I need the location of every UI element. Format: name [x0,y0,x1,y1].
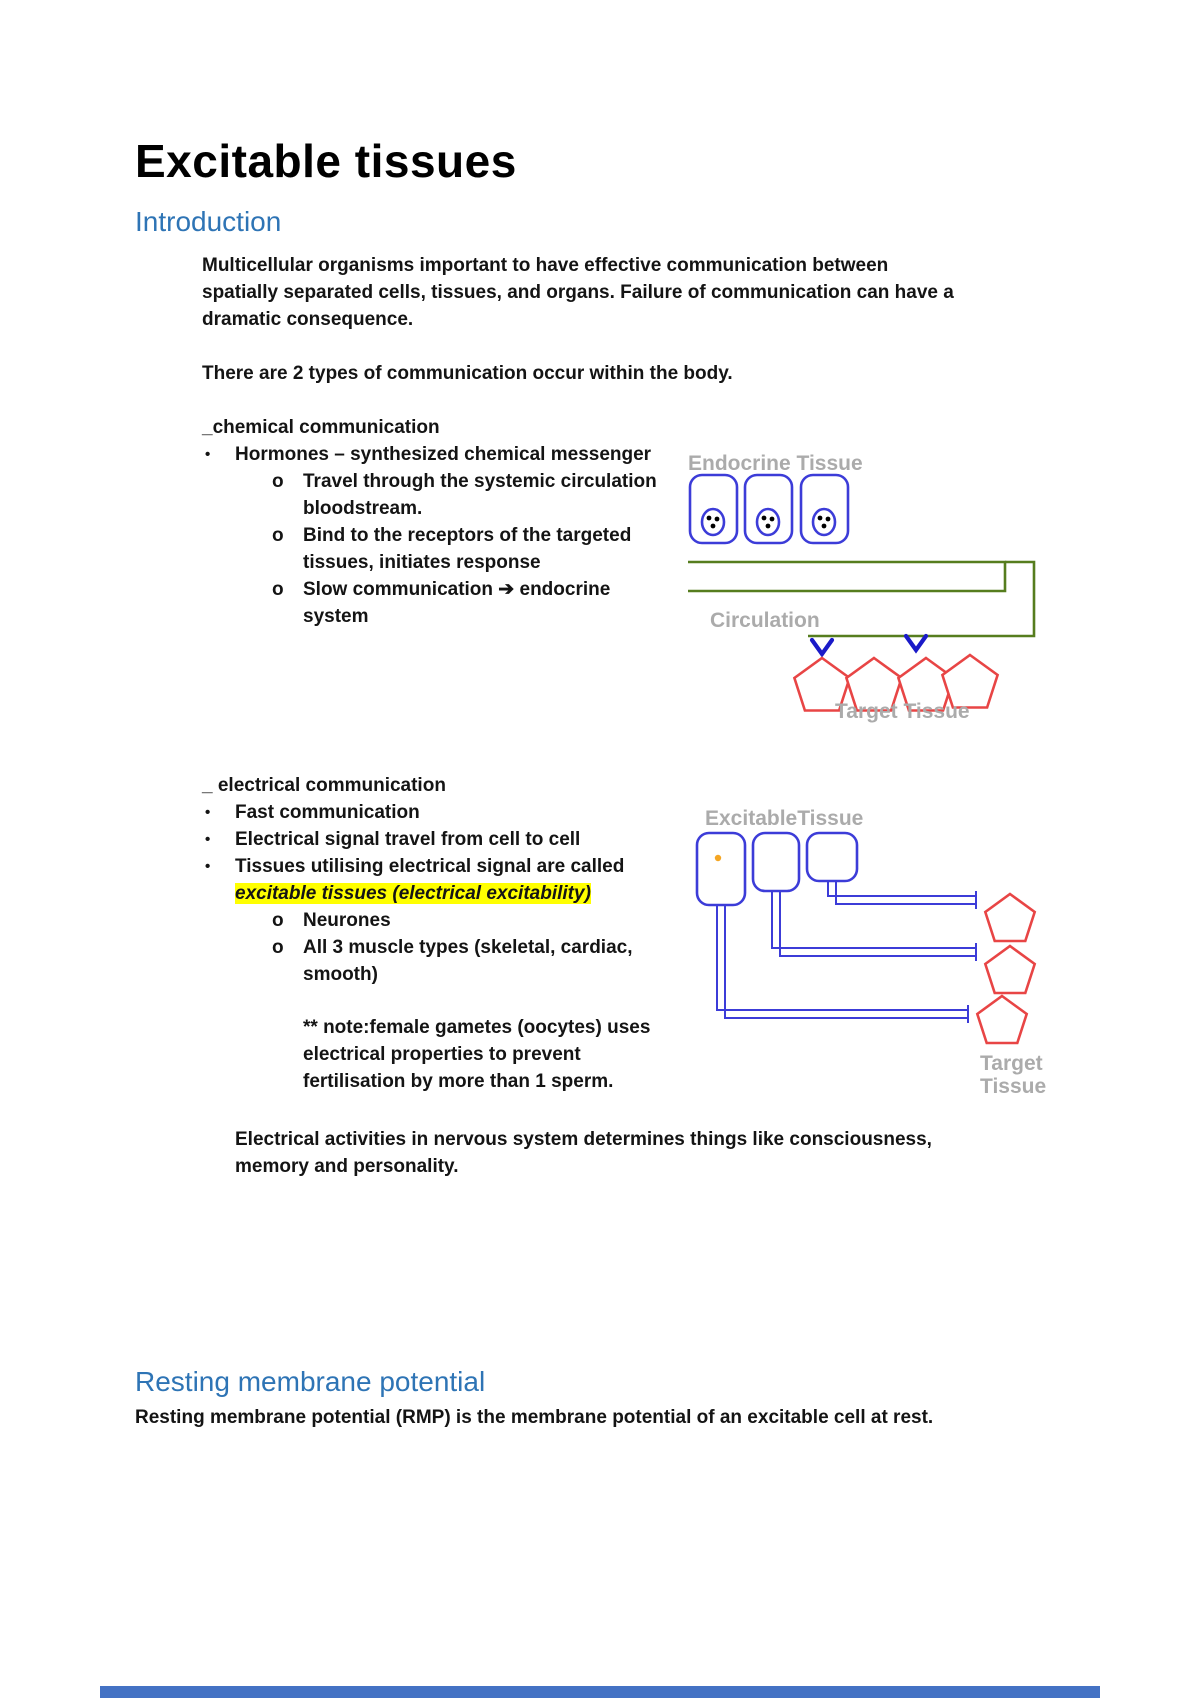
list-item: o Travel through the systemic circulatio… [272,468,667,522]
target-tissue-label-line2: Tissue [980,1075,1046,1098]
endocrine-tissue-label: Endocrine Tissue [688,452,863,475]
target-cell [792,656,852,712]
excitable-cells [695,831,859,907]
target-cell [975,994,1029,1045]
endocrine-cell [743,473,794,545]
endocrine-cell [799,473,850,545]
circulation-vessel [688,560,1036,638]
list-item-text: Fast communication [235,802,420,823]
target-tissue-label-line1: Target [980,1052,1043,1075]
bullet-marker: • [205,831,211,848]
list-item-text: All 3 muscle types (skeletal, cardiac, s… [303,937,633,985]
list-item: o Bind to the receptors of the targeted … [272,522,667,576]
bullet-marker: o [272,937,284,958]
next-page-table-header-bar [100,1686,1100,1698]
excitable-cell [805,831,859,883]
list-item-text: Travel through the systemic circulation … [303,471,657,519]
bullet-marker: o [272,579,284,600]
list-item: o All 3 muscle types (skeletal, cardiac,… [272,934,667,988]
list-item: • Electrical signal travel from cell to … [205,826,667,853]
endocrine-communication-figure: Endocrine Tissue Circulation [688,452,1036,723]
hormone-binding-arrow-icon [809,633,929,658]
list-item-lead-text: Tissues utilising electrical signal are … [235,856,625,877]
list-item-text: Neurones [303,910,391,931]
list-item-text: Slow communication ➔ endocrine system [303,579,611,627]
target-cell [983,892,1037,943]
excitable-cell [751,831,801,893]
list-item-text: Bind to the receptors of the targeted ti… [303,525,632,573]
bullet-marker: o [272,910,284,931]
bullet-marker: • [205,858,211,875]
list-item: • Hormones – synthesized chemical messen… [205,441,667,468]
endocrine-cell [688,473,739,545]
excitable-tissue-figure: ExcitableTissue Target Ti [695,807,1046,1098]
excitable-cell [695,831,747,907]
list-item: o Slow communication ➔ endocrine system [272,576,667,630]
nervous-system-paragraph: Electrical activities in nervous system … [235,1129,932,1177]
target-tissue-cells [975,892,1037,1045]
bullet-marker: • [205,804,211,821]
signal-origin-dot [714,854,722,862]
bullet-marker: o [272,525,284,546]
page-title: Excitable tissues [135,135,517,187]
communication-types-paragraph: There are 2 types of communication occur… [202,363,733,384]
list-item-text: Electrical signal travel from cell to ce… [235,829,581,850]
excitable-tissues-highlight: excitable tissues (electrical excitabili… [235,883,591,904]
list-item: • Fast communication [205,799,667,826]
list-item-text: Tissues utilising electrical signal are … [235,853,667,907]
list-item-text: Hormones – synthesized chemical messenge… [235,444,652,465]
electrical-communication-heading: _ electrical communication [202,775,446,796]
target-tissue-cells [792,653,1000,712]
chemical-communication-section: _chemical communication • Hormones – syn… [202,414,667,630]
list-item: o Neurones [272,907,667,934]
target-cell [940,653,1000,709]
secretory-granule-icon [706,515,712,521]
target-tissue-label: Target Tissue [835,700,970,723]
electrical-communication-section: _ electrical communication • Fast commun… [202,772,667,1095]
circulation-label: Circulation [710,609,820,632]
target-cell [844,656,904,712]
bullet-marker: o [272,471,284,492]
section-heading-introduction: Introduction [135,206,282,237]
chemical-communication-heading: _chemical communication [202,417,440,438]
rmp-paragraph: Resting membrane potential (RMP) is the … [135,1407,934,1428]
axon-connections [716,881,977,1023]
section-heading-resting-membrane-potential: Resting membrane potential [135,1366,486,1397]
bullet-marker: • [205,446,211,463]
target-cell [983,944,1037,995]
intro-paragraph: Multicellular organisms important to hav… [202,255,954,330]
list-item: • Tissues utilising electrical signal ar… [205,853,667,907]
excitable-tissue-label: ExcitableTissue [705,807,863,830]
oocyte-note: ** note:female gametes (oocytes) uses el… [303,1017,651,1092]
